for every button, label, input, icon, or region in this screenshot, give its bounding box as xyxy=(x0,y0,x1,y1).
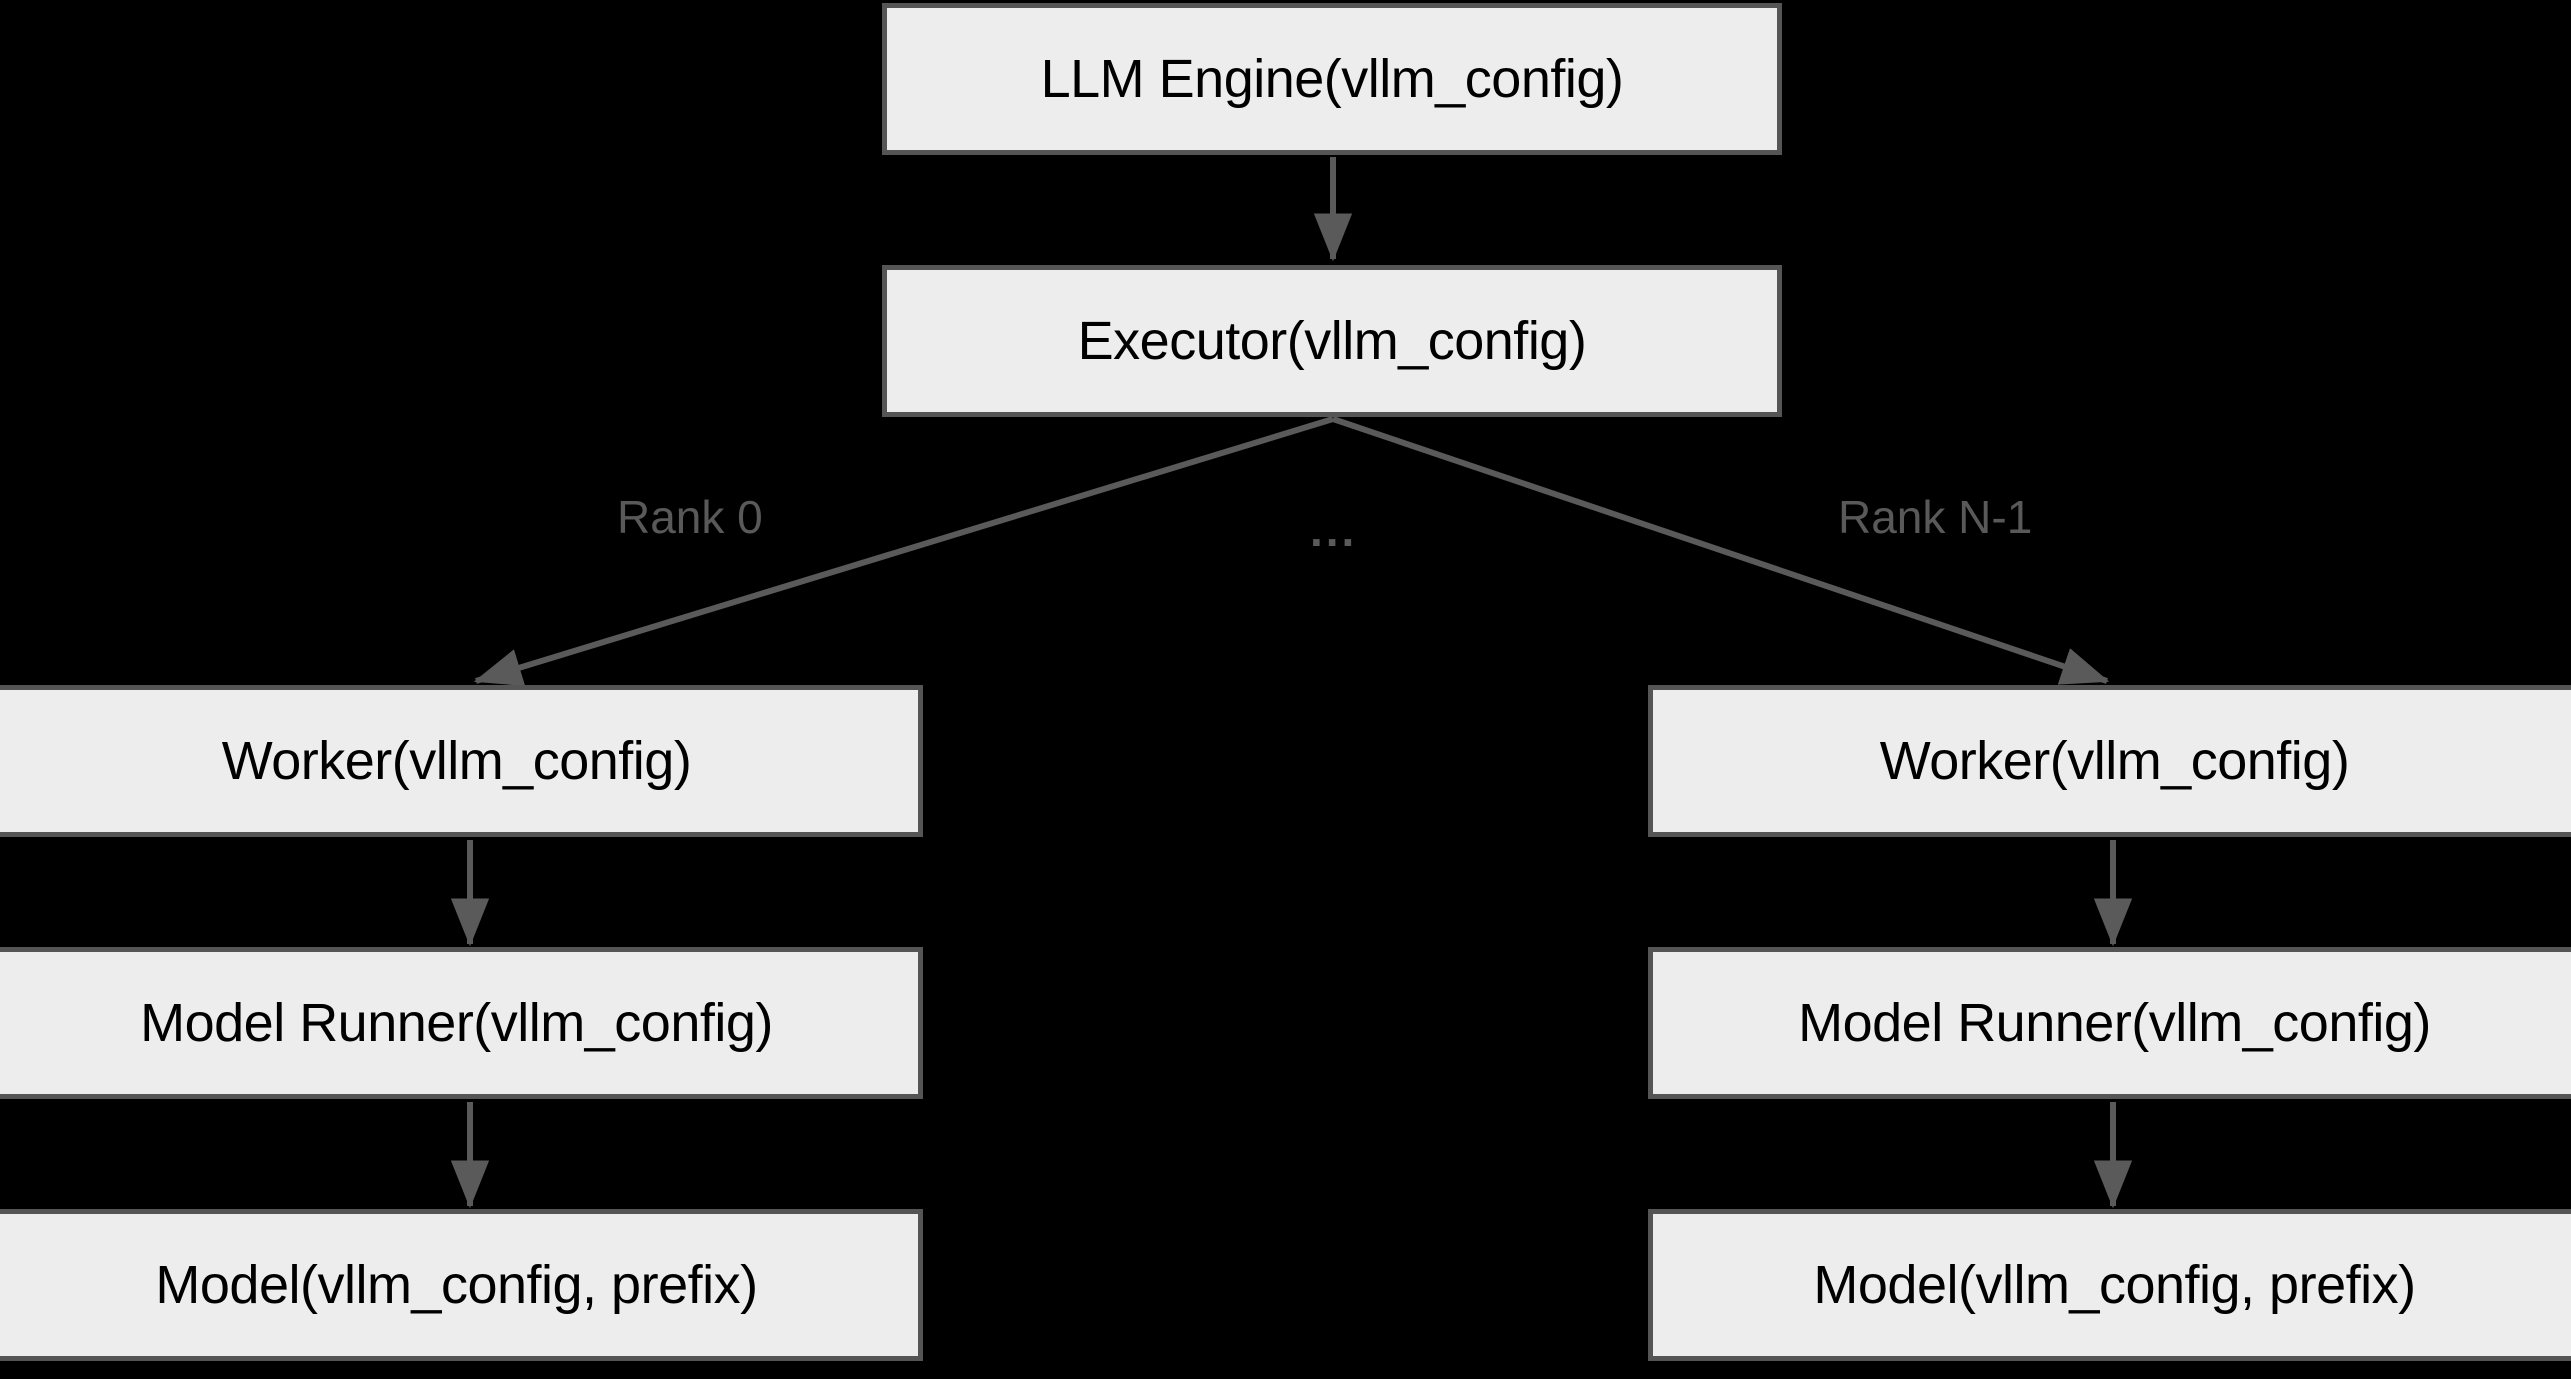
node-executor[interactable]: Executor(vllm_config) xyxy=(882,265,1782,417)
edge-label-rank-ellipsis: ... xyxy=(1310,504,1358,556)
node-model-rank0-label: Model(vllm_config, prefix) xyxy=(155,1255,758,1315)
node-worker-rank0[interactable]: Worker(vllm_config) xyxy=(0,685,923,837)
node-model-rankn-label: Model(vllm_config, prefix) xyxy=(1813,1255,2416,1315)
node-model-rankn[interactable]: Model(vllm_config, prefix) xyxy=(1648,1209,2571,1361)
node-model-runner-rank0-label: Model Runner(vllm_config) xyxy=(140,993,773,1053)
node-model-runner-rank0[interactable]: Model Runner(vllm_config) xyxy=(0,947,923,1099)
node-executor-label: Executor(vllm_config) xyxy=(1077,311,1587,371)
node-worker-rank0-label: Worker(vllm_config) xyxy=(221,731,692,791)
node-model-runner-rankn[interactable]: Model Runner(vllm_config) xyxy=(1648,947,2571,1099)
edge-executor-worker-rankn xyxy=(1332,416,2110,685)
node-model-rank0[interactable]: Model(vllm_config, prefix) xyxy=(0,1209,923,1361)
node-worker-rankn[interactable]: Worker(vllm_config) xyxy=(1648,685,2571,837)
node-worker-rankn-label: Worker(vllm_config) xyxy=(1879,731,2350,791)
node-model-runner-rankn-label: Model Runner(vllm_config) xyxy=(1798,993,2431,1053)
node-llm-engine-label: LLM Engine(vllm_config) xyxy=(1040,49,1624,109)
edge-executor-worker-rank0 xyxy=(473,416,1334,687)
edge-label-rank-n-1: Rank N-1 xyxy=(1838,491,2033,543)
node-llm-engine[interactable]: LLM Engine(vllm_config) xyxy=(882,3,1782,155)
edge-label-rank-0: Rank 0 xyxy=(617,491,763,543)
